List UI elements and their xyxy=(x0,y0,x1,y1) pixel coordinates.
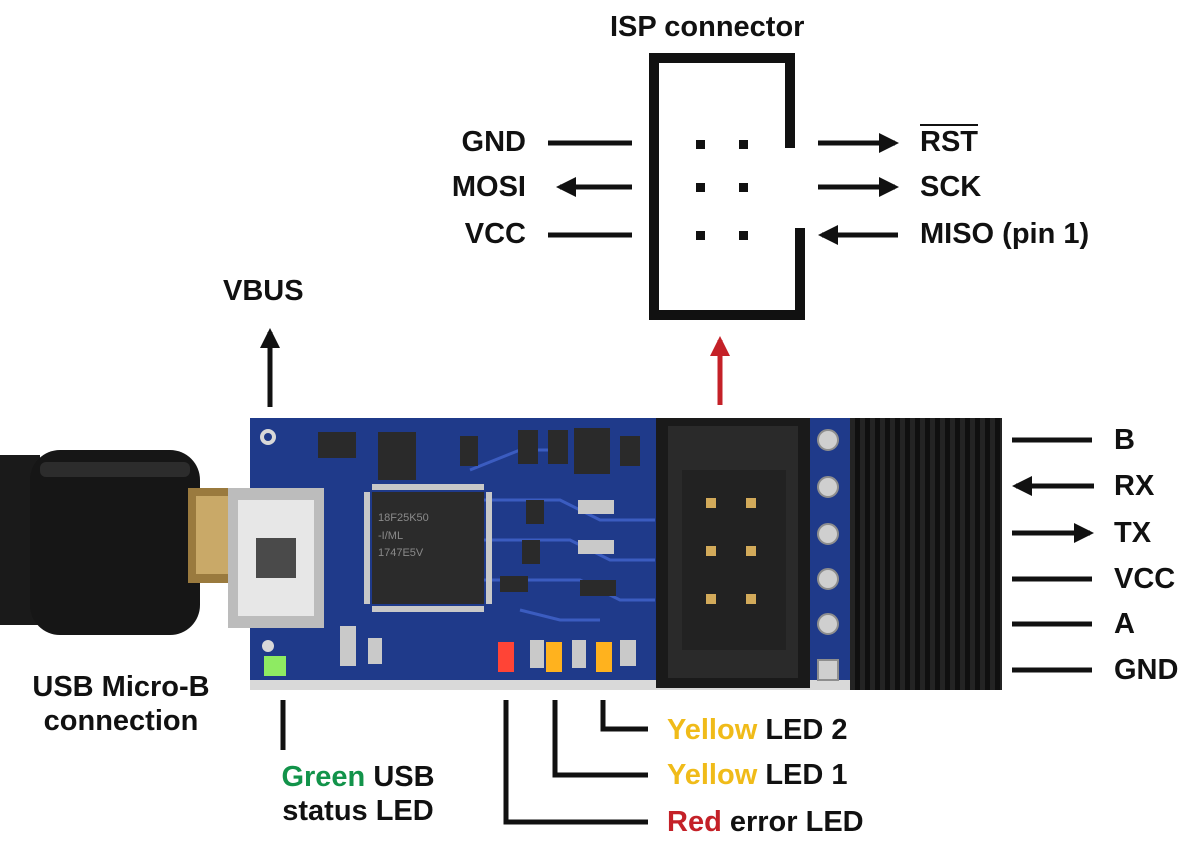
isp-left-lines xyxy=(548,140,632,238)
green-led xyxy=(264,656,286,676)
isp-label-gnd: GND xyxy=(461,126,526,158)
yellow-led-2-color-word: Yellow xyxy=(667,714,758,746)
led-leaders xyxy=(280,700,648,825)
red-led-label: Red error LED xyxy=(667,808,864,837)
isp-label-mosi: MOSI xyxy=(451,171,526,203)
isp-pin-dots xyxy=(696,140,748,240)
status-led-line1-rest: USB xyxy=(365,761,435,793)
isp-title: ISP connector xyxy=(610,11,805,43)
isp-label-sck: SCK xyxy=(920,171,982,203)
isp-label-vcc: VCC xyxy=(464,218,526,250)
status-led-line1: Green USB xyxy=(260,760,456,794)
yellow-led-1-color-word: Yellow xyxy=(667,759,758,791)
chip-line2: -I/ML xyxy=(378,529,404,542)
isp-connector-outline xyxy=(649,53,805,320)
header-label-rx: RX xyxy=(1114,470,1155,502)
isp-label-miso: MISO (pin 1) xyxy=(920,218,1090,250)
header-label-vcc: VCC xyxy=(1114,563,1176,595)
header-label-b: B xyxy=(1114,424,1135,456)
vbus-label: VBUS xyxy=(223,275,304,307)
header-label-gnd: GND xyxy=(1114,654,1179,686)
header-lines xyxy=(1012,437,1094,673)
yellow-led-2-label: Yellow LED 2 xyxy=(667,716,848,745)
yellow-led-2 xyxy=(596,642,612,672)
status-led-line2: status LED xyxy=(282,795,434,828)
isp-right-lines xyxy=(818,133,899,245)
status-led-color-word: Green xyxy=(281,761,366,793)
serial-header xyxy=(850,418,1002,690)
red-led xyxy=(498,642,514,672)
yellow-led-1 xyxy=(546,642,562,672)
pcb-board xyxy=(228,418,850,690)
yellow-led-1-rest: LED 1 xyxy=(757,759,848,791)
chip-line3: 1747E5V xyxy=(378,547,424,560)
red-led-rest: error LED xyxy=(721,806,864,838)
header-label-a: A xyxy=(1114,608,1135,640)
usb-label: USB Micro-B connection xyxy=(10,670,232,738)
usb-label-line1: USB Micro-B xyxy=(32,671,210,703)
usb-cable xyxy=(0,450,242,635)
isp-label-rst: RST xyxy=(920,126,978,158)
status-led-label: Green USB status LED xyxy=(260,760,456,828)
red-led-color-word: Red xyxy=(667,806,722,838)
chip-marking: 18F25K50 -I/ML 1747E5V xyxy=(378,510,429,563)
yellow-led-2-rest: LED 2 xyxy=(757,714,848,746)
chip-line1: 18F25K50 xyxy=(378,512,429,524)
usb-label-line2: connection xyxy=(43,705,199,738)
header-label-tx: TX xyxy=(1114,517,1152,549)
yellow-led-1-label: Yellow LED 1 xyxy=(667,761,848,790)
